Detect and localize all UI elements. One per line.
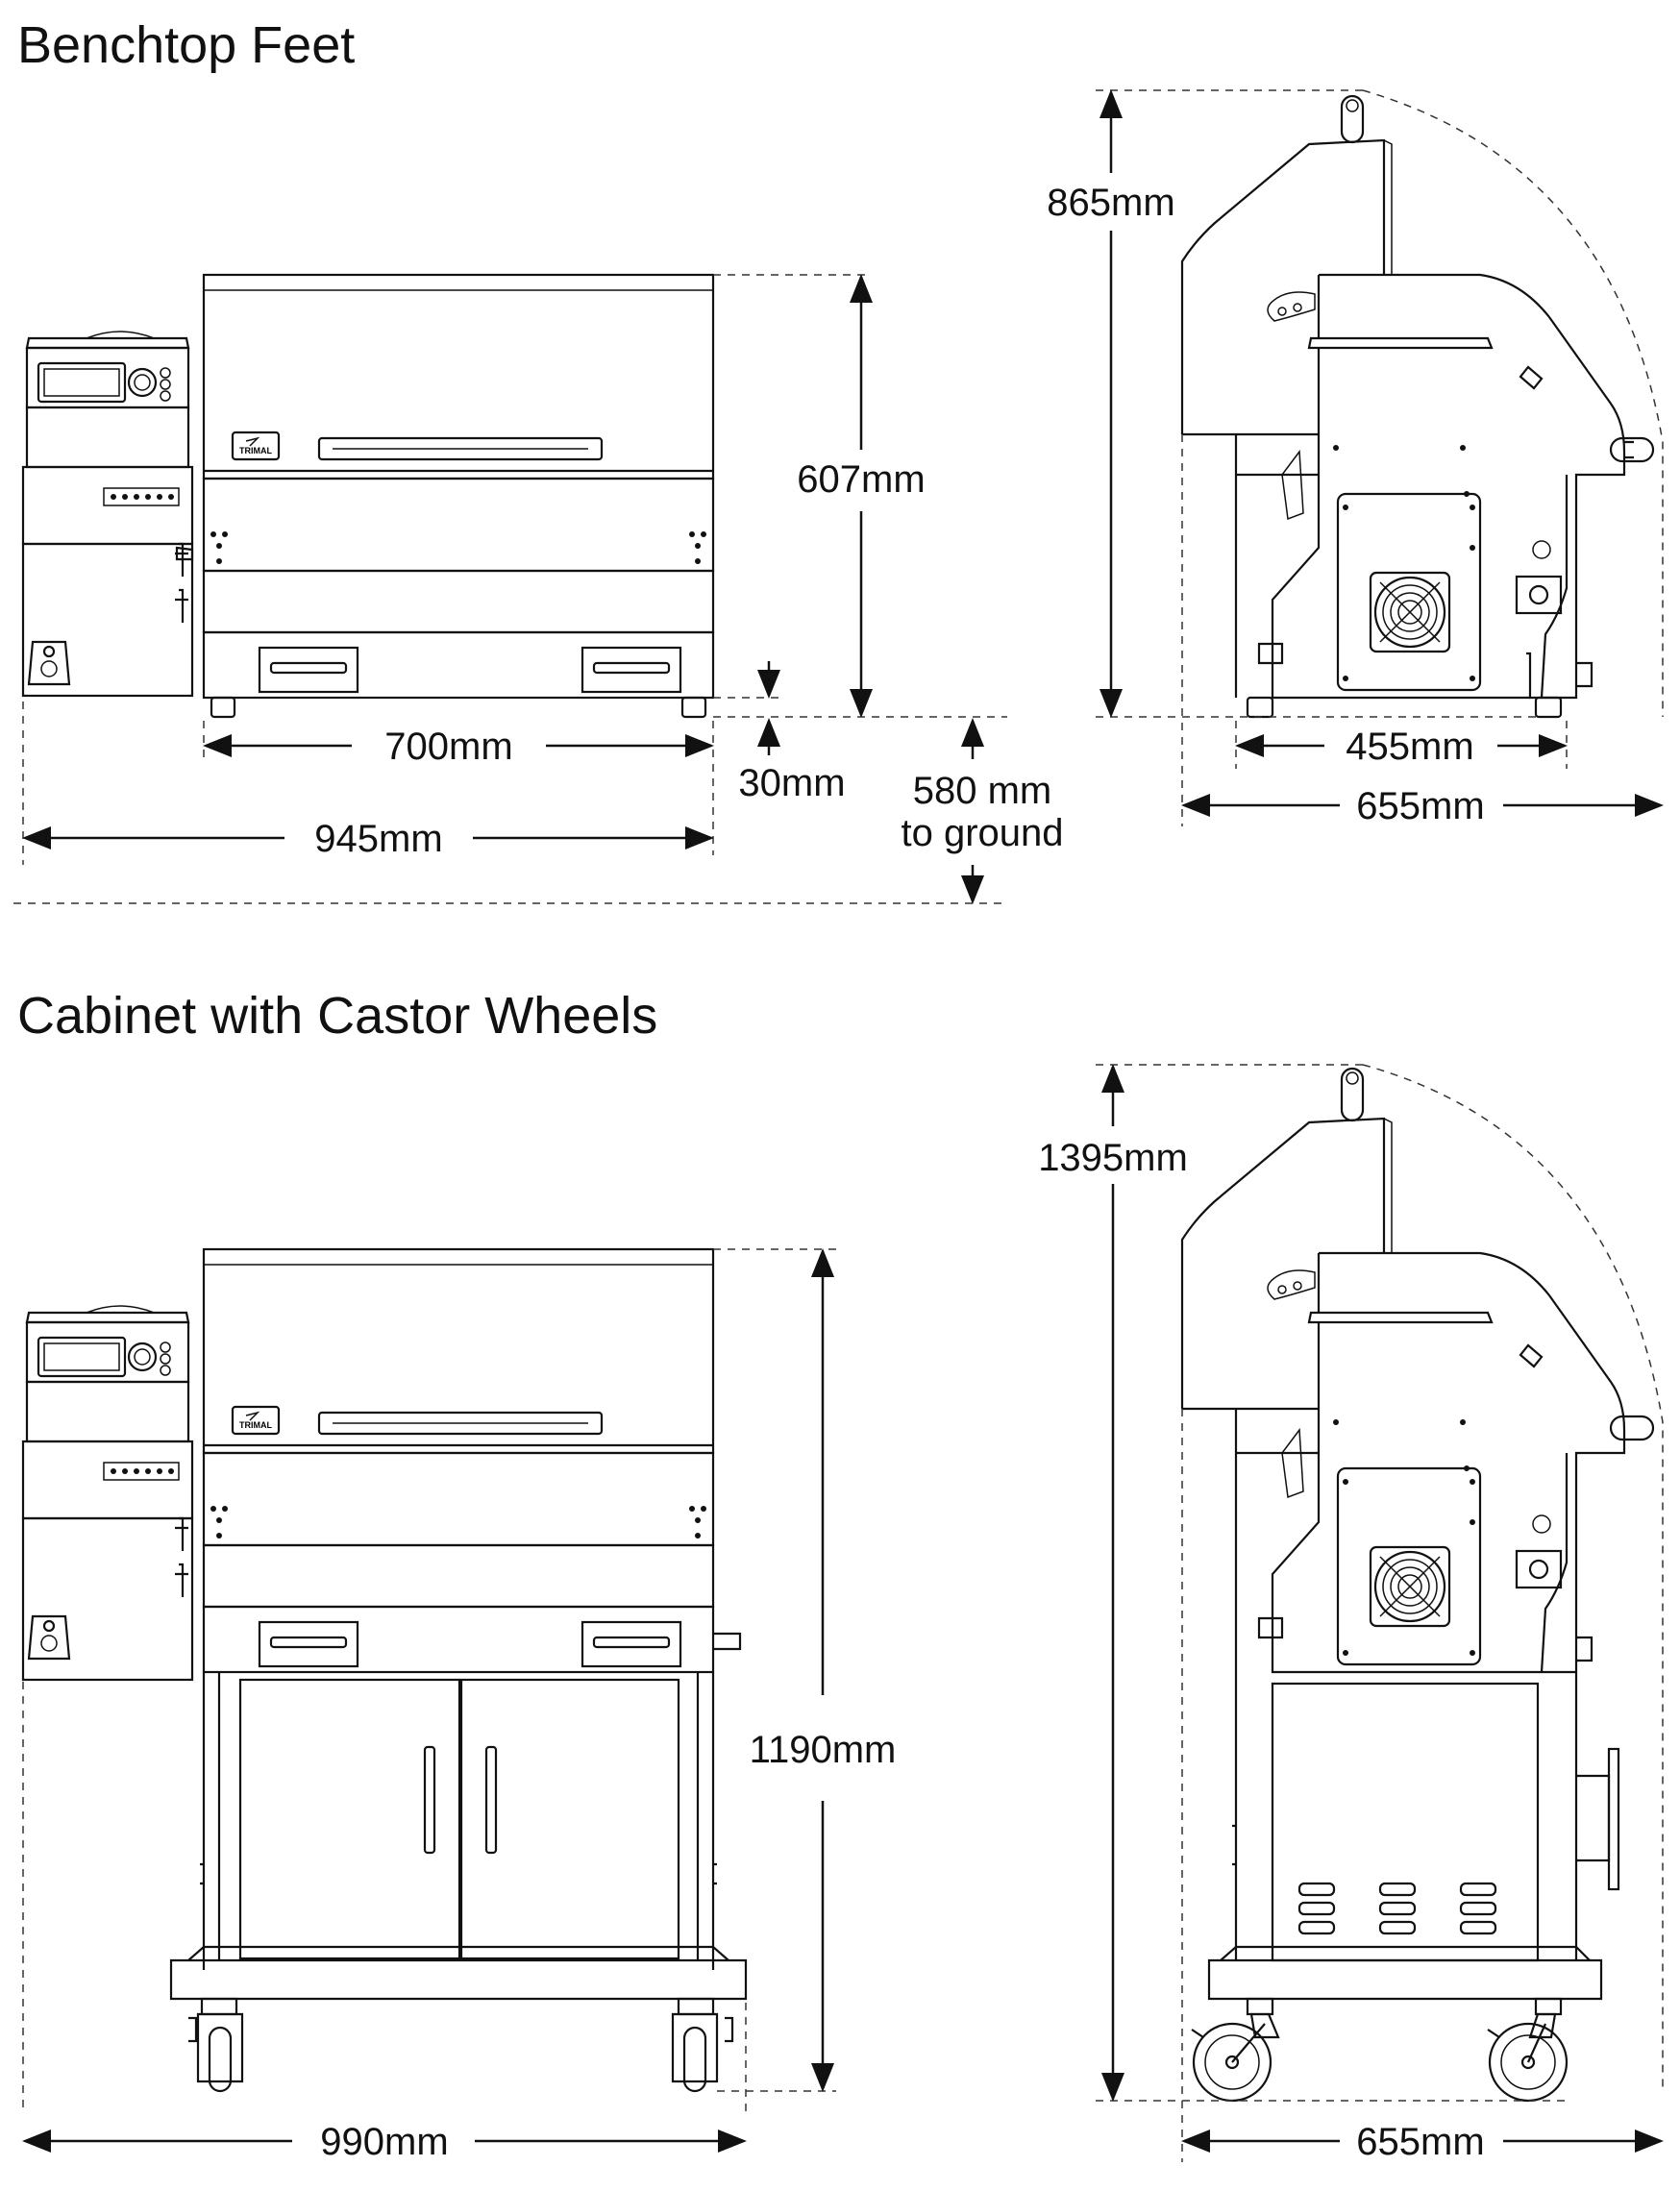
control-screen (37, 361, 127, 404)
grill-body-front: TRIMAL (202, 273, 715, 719)
dim-700mm: 700mm (384, 726, 512, 768)
side-handle (1609, 436, 1655, 463)
benchtop-front-view: TRIMAL 6 (13, 273, 1064, 904)
castor-wheel-side-left (1191, 1997, 1280, 2103)
dim-1190mm: 1190mm (750, 1729, 897, 1771)
pellet-hopper (21, 331, 194, 698)
castor-wheel-left (188, 1997, 244, 2093)
cabinet-door-left (238, 1678, 461, 1960)
section-title-cabinet: Cabinet with Castor Wheels (17, 987, 658, 1045)
cabinet-side-panel (1271, 1682, 1540, 1962)
brand-badge (231, 431, 281, 461)
chimney-icon (1340, 94, 1365, 144)
dim-607mm: 607mm (797, 458, 925, 501)
bottle-opener-icon-cabinet (27, 1614, 71, 1661)
vent-grille (1297, 1882, 1497, 1935)
dim-865mm: 865mm (1047, 182, 1174, 224)
cabinet-with-doors (169, 1672, 748, 2001)
cabinet-front-view: TRIMAL (21, 1247, 897, 2163)
dim-1395mm: 1395mm (1038, 1137, 1188, 1179)
fan-panel (1336, 492, 1482, 692)
bottle-opener-icon (27, 640, 71, 686)
castor-wheel-right (671, 1997, 734, 2093)
dim-655mm-benchtop: 655mm (1356, 785, 1484, 827)
control-knob-icon (127, 367, 158, 398)
lid-handle (317, 436, 604, 461)
benchtop-side-view: 865mm 455mm 655mm (1047, 89, 1664, 827)
dim-30mm: 30mm (738, 762, 845, 804)
dim-990mm: 990mm (320, 2121, 448, 2163)
dim-945mm: 945mm (314, 818, 442, 860)
brand-logo-text-cabinet: TRIMAL (239, 1420, 272, 1430)
dim-to-ground: to ground (901, 812, 1063, 854)
dim-455mm: 455mm (1346, 726, 1473, 768)
cabinet-side-view: 1395mm 655mm (1038, 1064, 1664, 2163)
brand-logo-text: TRIMAL (239, 446, 272, 455)
fan-icon-cabinet (1369, 1545, 1451, 1628)
dim-580mm: 580 mm (913, 770, 1052, 812)
pellet-hopper-cabinet (21, 1305, 194, 1682)
open-lid (1180, 138, 1386, 434)
side-knob-plate (1515, 575, 1563, 615)
castor-wheel-side-right (1487, 1997, 1569, 2103)
dim-655mm-cabinet: 655mm (1356, 2121, 1484, 2163)
cabinet-door-right (459, 1678, 680, 1960)
fan-icon (1369, 571, 1451, 653)
section-title-benchtop: Benchtop Feet (17, 16, 356, 74)
